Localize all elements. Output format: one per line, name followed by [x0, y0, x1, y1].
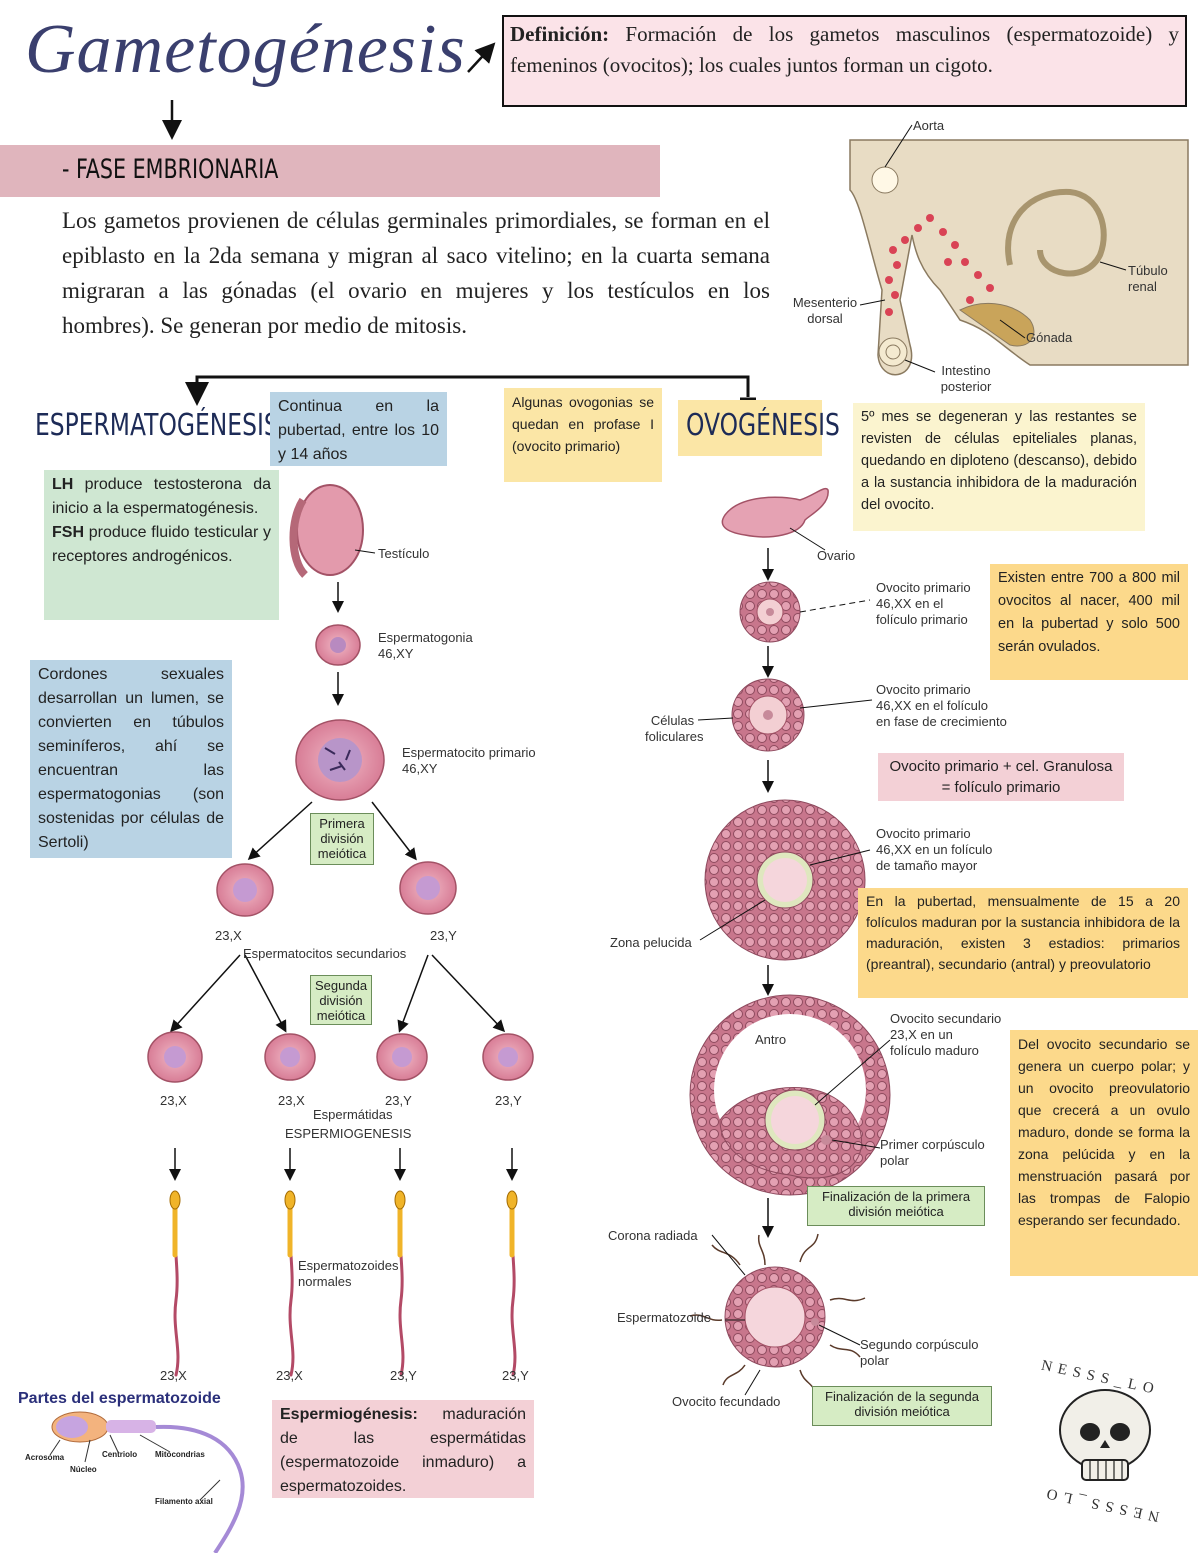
lh-label: LH — [52, 476, 74, 493]
label-espermatozoide-ovo: Espermatozoide — [617, 1310, 711, 1325]
label-espermatozoides-normales: Espermatozoides normales — [298, 1258, 399, 1289]
note-espermiogenesis: Espermiogénesis: maduración de las esper… — [272, 1400, 534, 1498]
definition-box: Definición: Formación de los gametos mas… — [502, 15, 1187, 107]
label-23y-1: 23,Y — [385, 1093, 412, 1108]
label-23y-sec: 23,Y — [430, 928, 457, 943]
espermatogenesis-heading: ESPERMATOGÉNESIS — [35, 408, 279, 443]
label-espermatidas: Espermátidas — [313, 1107, 393, 1122]
page-title: Gametogénesis — [25, 11, 466, 88]
label-segundo-corpusculo: Segundo corpúsculo polar — [860, 1337, 979, 1368]
fase-embrionaria-heading: - FASE EMBRIONARIA — [62, 154, 279, 185]
label-ovario: Ovario — [817, 548, 856, 563]
label-primer-corpusculo: Primer corpúsculo polar — [880, 1137, 985, 1168]
sperm-parts-figure — [49, 1411, 245, 1553]
note-pubertad-ovo: En la pubertad, mensualmente de 15 a 20 … — [858, 888, 1188, 998]
label-espermatocitos-secundarios: Espermatocitos secundarios — [243, 946, 407, 961]
label-centriolo: Centriolo — [102, 1450, 138, 1459]
espermiogenesis-text: maduración de las espermátidas (espermat… — [280, 1406, 526, 1495]
fsh-label: FSH — [52, 524, 84, 541]
label-23x-1: 23,X — [160, 1093, 187, 1108]
note-quinto-mes: 5º mes se degeneran y las restantes se r… — [853, 403, 1145, 531]
note-profase: Algunas ovogonias se quedan en profase I… — [504, 388, 662, 482]
embryo-figure — [849, 124, 1189, 376]
primera-division-box: Primera división meiótica — [310, 813, 374, 865]
label-23x-2: 23,X — [278, 1093, 305, 1108]
label-23y-2: 23,Y — [495, 1093, 522, 1108]
label-acrosoma: Acrosoma — [25, 1453, 65, 1462]
label-mitocondrias: Mitocondrias — [155, 1450, 205, 1459]
label-nucleo: Núcleo — [70, 1465, 97, 1474]
label-antro: Antro — [755, 1032, 787, 1047]
label-celulas-foliculares: Células foliculares — [645, 713, 704, 744]
note-numeros-ovocitos: Existen entre 700 a 800 mil ovocitos al … — [990, 564, 1188, 680]
label-filamento: Filamento axial — [155, 1497, 213, 1506]
note-pubertad-espermato: Continua en la pubertad, entre los 10 y … — [270, 392, 447, 466]
label-aorta: Aorta — [913, 118, 945, 133]
label-ovocito-fecundado: Ovocito fecundado — [672, 1394, 781, 1409]
note-lh-fsh: LH produce testosterona da inicio a la e… — [44, 470, 279, 620]
label-corona-radiada: Corona radiada — [608, 1228, 698, 1243]
label-intestino: Intestino posterior — [940, 363, 992, 394]
definition-label: Definición: — [510, 22, 610, 46]
label-23y-final-1: 23,Y — [390, 1368, 417, 1383]
lh-text: produce testosterona da inicio a la espe… — [52, 476, 271, 517]
note-granulosa: Ovocito primario + cel. Granulosa = folí… — [878, 753, 1124, 801]
label-mesenterio: Mesenterio dorsal — [792, 295, 858, 326]
skull-logo — [1059, 1389, 1151, 1481]
label-23x-sec: 23,X — [215, 928, 242, 943]
espermiogenesis-label: Espermiogénesis: — [280, 1406, 418, 1423]
label-tubulo-renal: Túbulo renal — [1128, 263, 1168, 294]
label-23x-final-2: 23,X — [276, 1368, 303, 1383]
ovogenesis-heading-box: OVOGÉNESIS — [678, 400, 840, 456]
title-right-arrow — [467, 42, 496, 73]
fsh-text: produce fluido testicular y receptores a… — [52, 524, 271, 565]
label-gonada: Gónada — [1026, 330, 1073, 345]
label-zona-pelucida: Zona pelucida — [610, 935, 692, 950]
label-testiculo: Testículo — [378, 546, 430, 561]
ovogenesis-heading: OVOGÉNESIS — [686, 408, 840, 443]
segunda-division-box: Segunda división meiótica — [310, 975, 372, 1025]
note-secundario: Del ovocito secundario se genera un cuer… — [1010, 1030, 1198, 1276]
label-espermiogenesis: ESPERMIOGENESIS — [285, 1126, 412, 1141]
fin-primera-box: Finalización de la primera división meió… — [807, 1186, 985, 1226]
fase-embrionaria-text: Los gametos provienen de células germina… — [62, 208, 770, 338]
fase-embrionaria-bar: - FASE EMBRIONARIA — [0, 145, 660, 197]
label-23y-final-2: 23,Y — [502, 1368, 529, 1383]
fin-segunda-box: Finalización de la segunda división meió… — [812, 1386, 992, 1426]
espermatogenesis-diagram — [147, 484, 534, 1377]
ovogenesis-diagram — [689, 488, 891, 1397]
label-23x-final-1: 23,X — [160, 1368, 187, 1383]
note-cordones: Cordones sexuales desarrollan un lumen, … — [30, 660, 232, 858]
definition-text: Formación de los gametos masculinos (esp… — [510, 22, 1179, 77]
partes-title: Partes del espermatozoide — [18, 1390, 221, 1407]
